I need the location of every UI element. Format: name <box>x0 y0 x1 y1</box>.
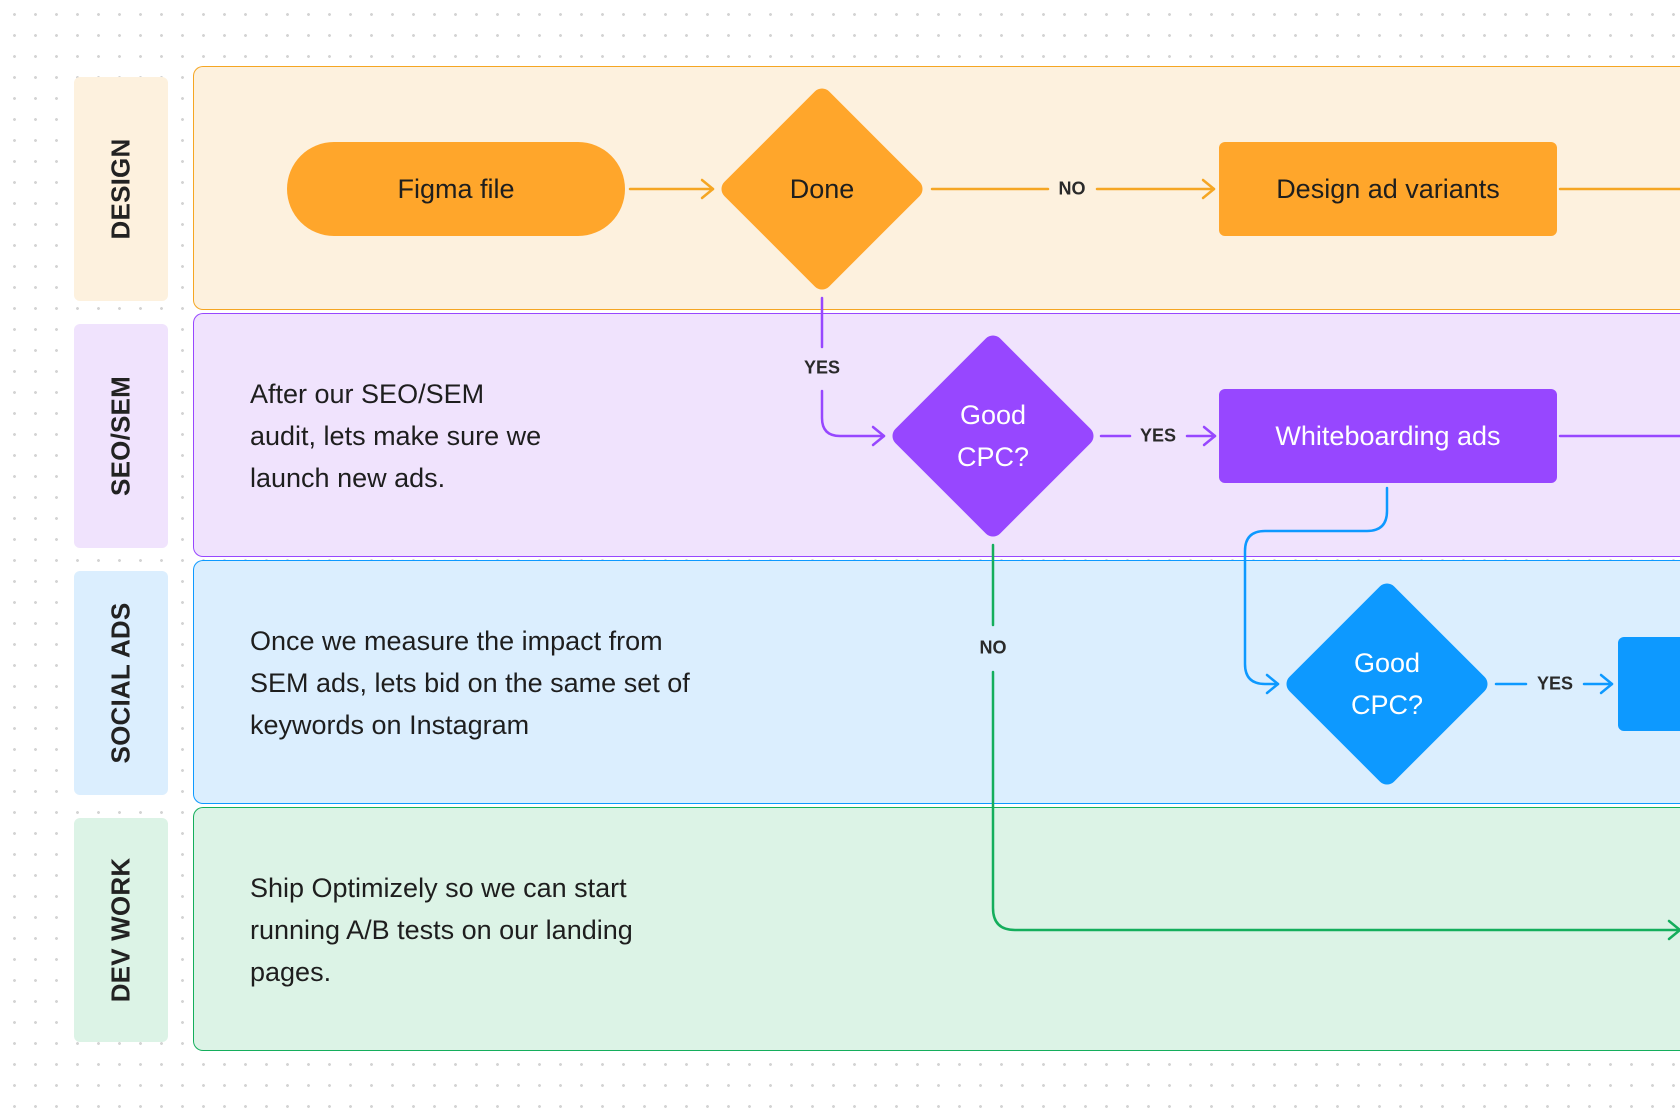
lane-label-seo-sem: SEO/SEM <box>74 324 168 548</box>
lane-label-dev-work: DEV WORK <box>74 818 168 1042</box>
lane-label-design: DESIGN <box>74 77 168 301</box>
node-design-ad-variants[interactable]: Design ad variants <box>1219 142 1557 236</box>
node-good-cpc-social-decision[interactable]: Good CPC? <box>1282 579 1492 789</box>
node-done-decision[interactable]: Done <box>717 84 927 294</box>
arrowhead <box>1265 673 1280 695</box>
node-label: Whiteboarding ads <box>1275 420 1501 451</box>
connector-whiteboard-to-social <box>1243 486 1389 686</box>
edge-label-social-yes: YES <box>1536 673 1574 694</box>
node-label: Done <box>789 174 855 204</box>
arrowhead <box>700 178 715 200</box>
arrowhead <box>1667 919 1680 941</box>
edge-label-seo-no: NO <box>979 637 1007 658</box>
node-label: Figma file <box>397 173 515 204</box>
node-label: Design ad variants <box>1276 173 1500 204</box>
connector-done-yes-2 <box>820 389 886 438</box>
arrowhead <box>1202 425 1217 447</box>
edge-label-done-yes: YES <box>803 357 841 378</box>
node-label: Good CPC? <box>956 400 1030 472</box>
node-good-cpc-seo-decision[interactable]: Good CPC? <box>888 331 1098 541</box>
node-whiteboarding-ads[interactable]: Whiteboarding ads <box>1219 389 1557 483</box>
node-social-next-cropped[interactable] <box>1618 637 1680 731</box>
lane-label-social-ads: SOCIAL ADS <box>74 571 168 795</box>
arrowhead <box>1201 178 1216 200</box>
connector-seo-no-2 <box>991 670 1680 932</box>
arrowhead <box>871 425 886 447</box>
lane-note-dev-work: Ship Optimizely so we can start running … <box>250 873 633 987</box>
node-figma-file[interactable]: Figma file <box>287 142 625 236</box>
arrowhead <box>1599 673 1614 695</box>
edge-label-seo-yes: YES <box>1139 425 1177 446</box>
edge-label-done-no: NO <box>1058 178 1086 199</box>
lane-note-seo-sem: After our SEO/SEM audit, lets make sure … <box>250 379 542 493</box>
node-label: Good CPC? <box>1350 648 1424 720</box>
lane-note-social-ads: Once we measure the impact from SEM ads,… <box>250 626 690 740</box>
